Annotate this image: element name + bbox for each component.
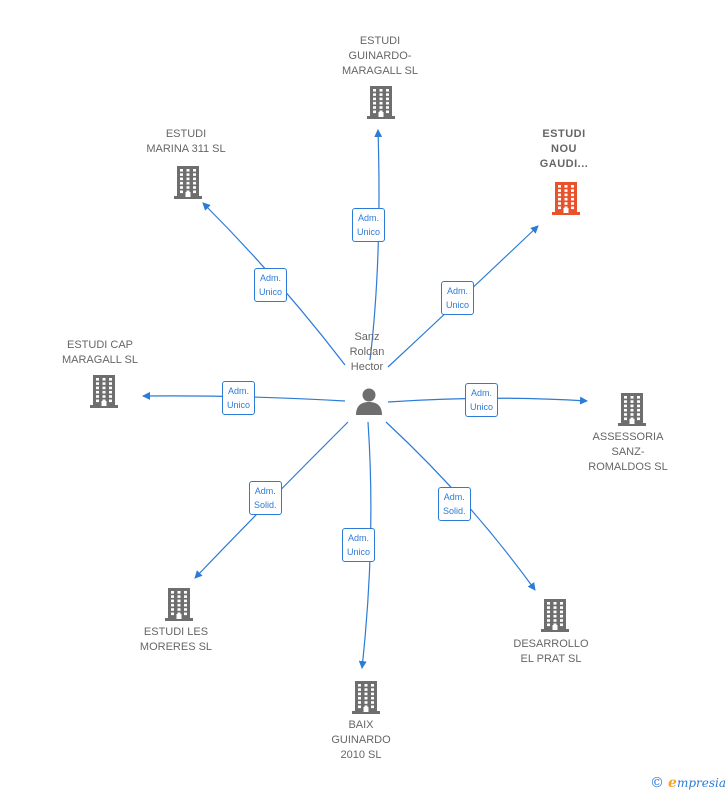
building-icon[interactable] [173,165,203,204]
relation-badge-guinardo: Adm. Unico [352,208,386,242]
relation-badge-assessoria: Adm. Unico [465,383,499,417]
building-icon[interactable] [551,181,581,220]
company-name-marina[interactable]: ESTUDI MARINA 311 SL [146,128,226,155]
person-icon[interactable] [354,386,384,421]
edge-guinardo [369,129,383,361]
center-person-name[interactable]: Sanz Roldan Hector [349,331,385,373]
relation-badge-les-moreres: Adm. Solid. [249,481,282,515]
relation-badge-marina: Adm. Unico [254,268,288,302]
relation-badge-baix-guinardo: Adm. Unico [342,528,376,562]
building-icon[interactable] [617,392,647,431]
building-icon[interactable] [89,374,119,413]
relation-badge-nou-gaudi: Adm. Unico [441,281,475,315]
relation-badge-el-prat: Adm. Solid. [438,487,471,521]
brand-initial: e [668,775,677,791]
company-name-les-moreres[interactable]: ESTUDI LES MORERES SL [139,626,213,653]
company-name-guinardo[interactable]: ESTUDI GUINARDO- MARAGALL SL [341,35,418,77]
company-name-baix-guinardo[interactable]: BAIX GUINARDO 2010 SL [331,719,391,761]
building-icon[interactable] [351,680,381,719]
relation-badge-cap-maragall: Adm. Unico [222,381,256,415]
brand-name: mpresia [676,776,726,790]
building-icon[interactable] [540,598,570,637]
building-icon[interactable] [366,85,396,124]
company-name-cap-maragall[interactable]: ESTUDI CAP MARAGALL SL [61,339,138,366]
copyright-icon: © [650,775,665,791]
building-icon[interactable] [164,587,194,626]
footer-brand: ©empresia [650,775,726,791]
company-name-nou-gaudi[interactable]: ESTUDI NOU GAUDI... [539,128,589,170]
company-name-el-prat[interactable]: DESARROLLO EL PRAT SL [513,638,589,665]
company-name-assessoria[interactable]: ASSESSORIA SANZ- ROMALDOS SL [588,431,668,473]
